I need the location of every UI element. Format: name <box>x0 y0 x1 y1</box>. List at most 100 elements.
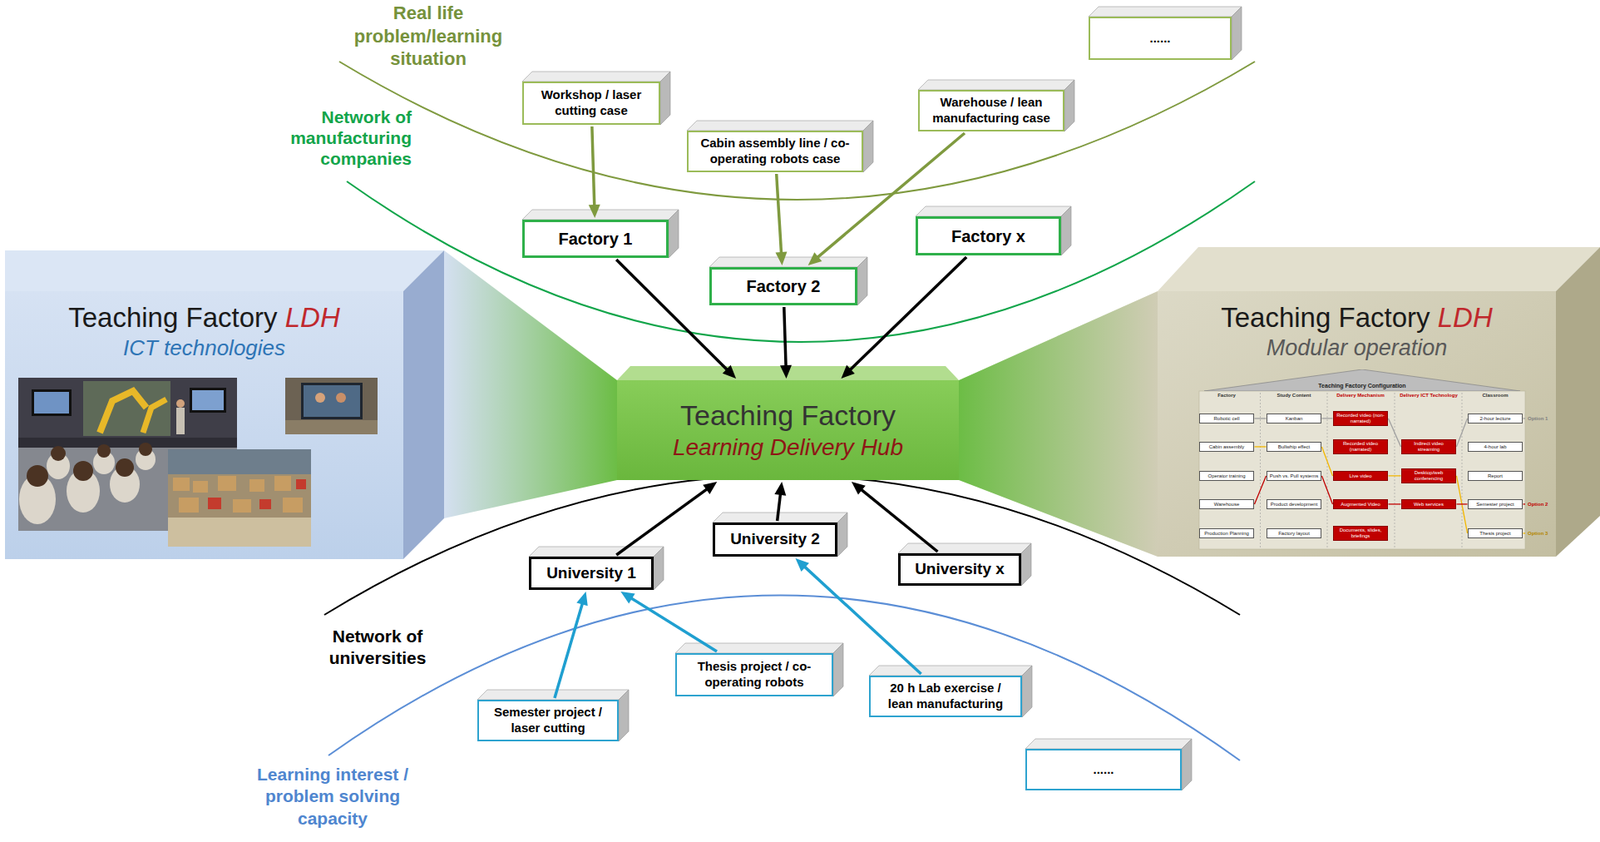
box-label: Semester project <box>1476 501 1514 508</box>
box-label: University x <box>914 559 1005 579</box>
config-cell: Production Planning <box>1199 528 1255 539</box>
university-box: University 2 <box>712 522 838 557</box>
config-cell: Thesis project <box>1467 528 1523 539</box>
box-label: University 1 <box>546 563 637 583</box>
option-path <box>1456 475 1468 534</box>
flow-arrow <box>616 481 717 555</box>
learning-task-box: Thesis project / co-operating robots <box>675 652 834 697</box>
factory-box: Factory 2 <box>709 266 858 306</box>
config-cell: Augmented Video <box>1333 498 1388 509</box>
case-box: Warehouse / lean manufacturing case <box>918 89 1065 132</box>
flow-arrow <box>780 306 792 379</box>
config-cell: Product development <box>1266 498 1322 509</box>
config-cell: Live video <box>1333 470 1388 481</box>
config-cell: Report <box>1467 470 1523 481</box>
option-path <box>1254 445 1267 447</box>
panel-top <box>1157 246 1600 292</box>
factory-box: Factory 1 <box>522 219 669 258</box>
fade-band <box>958 291 1158 557</box>
warehouse-photo <box>167 449 312 547</box>
panel-front <box>1157 291 1556 557</box>
box-label: Indirect video streaming <box>1403 440 1454 453</box>
university-box: University x <box>898 553 1022 586</box>
box-label: Robotic cell <box>1213 415 1240 422</box>
config-cell: Robotic cell <box>1199 413 1255 424</box>
config-cell: Bullwhip effect <box>1266 441 1322 452</box>
videoconference-photo <box>285 377 378 435</box>
option-path <box>1388 418 1402 447</box>
flow-arrow <box>620 591 717 652</box>
config-cell: Factory layout <box>1266 528 1322 539</box>
panel-subtitle: Modular operation <box>1157 334 1556 361</box>
box-label: 20 h Lab exercise / lean manufacturing <box>877 680 1014 712</box>
box-label: ...... <box>1092 761 1114 778</box>
box-label: Factory 2 <box>746 276 821 297</box>
box-label: Augmented Video <box>1340 501 1381 508</box>
box-label: Warehouse / lean manufacturing case <box>926 94 1057 127</box>
panel-side <box>1555 246 1600 557</box>
case-box: Workshop / laser cutting case <box>522 81 661 125</box>
flow-arrow <box>851 481 939 552</box>
box-label: Thesis project <box>1479 530 1511 537</box>
config-cell: Recorded video (narrated) <box>1333 439 1388 455</box>
option-path <box>1254 475 1267 504</box>
side-panel: Teaching FactoryLDHModular operationTeac… <box>1157 291 1556 557</box>
option-path <box>1456 503 1468 504</box>
box-label: Production Planning <box>1204 530 1250 537</box>
box-label: Recorded video (narrated) <box>1335 440 1386 453</box>
flow-arrow <box>840 256 967 379</box>
flow-arrow <box>774 481 786 521</box>
option-label: Option 2 <box>1527 501 1555 508</box>
network-curve <box>324 61 1255 761</box>
config-cell: 2-hour lecture <box>1467 413 1523 424</box>
option-path <box>1322 475 1334 504</box>
network-label: Network of manufacturing companies <box>266 106 412 170</box>
triangle-label: Teaching Factory Configuration <box>1204 382 1521 390</box>
box-label: Cabin assembly <box>1209 444 1245 450</box>
panel-title-row: Teaching FactoryLDH <box>4 301 404 335</box>
column-header: Delivery ICT Technology <box>1397 392 1461 399</box>
box-label: Kanban <box>1285 415 1304 422</box>
config-cell: Recorded video (non-narrated) <box>1333 410 1388 427</box>
option-path <box>1388 474 1402 476</box>
box-label: Cabin assembly line / co-operating robot… <box>695 135 855 168</box>
box-label: Documents, slides, briefings <box>1335 527 1386 539</box>
flow-arrow <box>588 126 601 218</box>
side-panel: Teaching FactoryLDHICT technologies <box>4 291 404 559</box>
column-header: Delivery Mechanism <box>1328 392 1393 399</box>
hub-box: Teaching FactoryLearning Delivery Hub <box>617 380 959 480</box>
network-label: Real life problem/learning situation <box>345 1 512 71</box>
hub-title: Learning Delivery Hub <box>672 432 904 462</box>
panel-title: Teaching Factory <box>68 301 277 333</box>
option-path <box>1388 503 1402 504</box>
option-path <box>1322 417 1334 419</box>
panel-top <box>4 250 445 292</box>
chart-divider <box>1260 392 1463 548</box>
box-label: ...... <box>1149 30 1171 47</box>
box-label: Thesis project / co-operating robots <box>683 658 825 691</box>
box-label: Factory x <box>951 226 1026 247</box>
learning-task-box: ...... <box>1025 748 1182 791</box>
box-label: Report <box>1487 473 1503 480</box>
box-label: Push vs. Pull systems <box>1269 473 1319 480</box>
config-triangle: Teaching Factory Configuration <box>1204 369 1521 391</box>
learning-task-box: Semester project / laser cutting <box>477 699 619 741</box>
box-label: Recorded video (non-narrated) <box>1335 412 1386 425</box>
option-label: Option 1 <box>1527 415 1555 422</box>
flow-arrow <box>775 173 787 266</box>
config-cell: Push vs. Pull systems <box>1266 470 1322 481</box>
box-label: Product development <box>1270 501 1319 508</box>
config-cell: Kanban <box>1266 413 1322 424</box>
config-cell: Desktop/web conferencing <box>1401 468 1457 484</box>
config-cell: Cabin assembly <box>1199 441 1255 452</box>
box-label: 2-hour lecture <box>1479 415 1511 422</box>
box-label: Factory layout <box>1278 530 1310 537</box>
config-chart-ground <box>1199 390 1526 549</box>
case-box: ...... <box>1088 16 1232 60</box>
config-cell: Operator training <box>1199 470 1255 481</box>
case-box: Cabin assembly line / co-operating robot… <box>686 130 864 173</box>
panel-side <box>403 250 445 559</box>
box-label: Web services <box>1413 501 1444 508</box>
box-label: Factory 1 <box>558 228 633 249</box>
panel-title-accent: LDH <box>1437 301 1493 333</box>
